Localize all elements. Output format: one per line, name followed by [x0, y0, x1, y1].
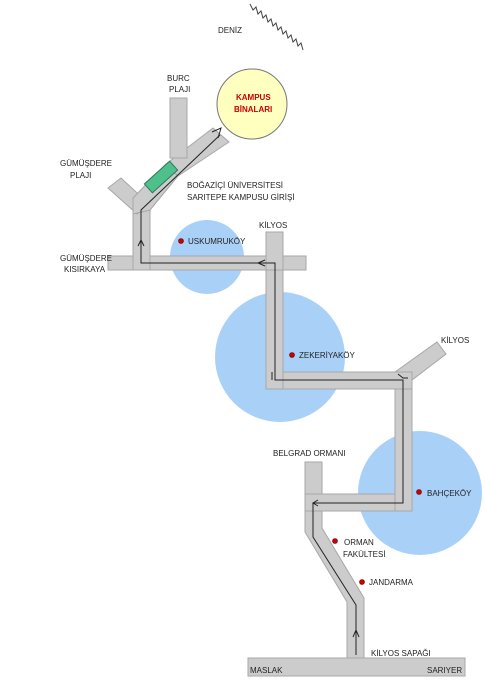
location-dots	[178, 238, 422, 585]
label-giris-line2: SARITEPE KAMPUSU GİRİŞİ	[187, 193, 295, 202]
label-orman-line1: ORMAN	[344, 538, 374, 547]
dot-zekeriyakoy	[289, 352, 295, 358]
label-gumusdere-plaji-line1: GÜMÜŞDERE	[60, 159, 112, 168]
road-network	[107, 97, 466, 677]
label-kilyos-right: KİLYOS	[441, 336, 469, 345]
label-gumusdere-plaji-line2: PLAJI	[70, 171, 91, 180]
label-zekeriyakoy: ZEKERİYAKÖY	[299, 351, 356, 360]
dot-orman-fakultesi	[332, 538, 338, 544]
label-kilyos-sapagi: KİLYOS SAPAĞI	[371, 649, 431, 658]
label-kilyos-top: KİLYOS	[259, 221, 287, 230]
label-sariyer: SARIYER	[427, 666, 462, 675]
coastline	[249, 3, 304, 51]
label-bahcekoy: BAHÇEKÖY	[427, 489, 472, 498]
route-arrows	[137, 127, 408, 655]
label-deniz: DENİZ	[218, 26, 242, 35]
label-belgrad-ormani: BELGRAD ORMANI	[273, 449, 345, 458]
label-maslak: MASLAK	[250, 666, 283, 675]
dot-bahcekoy	[416, 489, 422, 495]
campus-buildings[interactable]	[216, 68, 288, 140]
label-orman-line2: FAKÜLTESİ	[343, 550, 386, 559]
label-gumusdere-kisirkaya-line1: GÜMÜŞDERE	[60, 254, 112, 263]
label-kampus-line1: KAMPUS	[236, 93, 271, 102]
label-kampus-line2: BİNALARI	[234, 105, 272, 114]
campus-gate-marker[interactable]	[143, 160, 179, 194]
label-jandarma: JANDARMA	[369, 578, 414, 587]
dot-uskumrukoy	[178, 238, 184, 244]
label-uskumrukoy: USKUMRUKÖY	[188, 237, 246, 246]
label-burc-line1: BURC	[167, 74, 190, 83]
label-burc-line2: PLAJI	[169, 85, 190, 94]
dot-jandarma	[359, 579, 365, 585]
label-giris-line1: BOĞAZİÇİ ÜNİVERSİTESİ	[187, 181, 283, 190]
label-gumusdere-kisirkaya-line2: KISIRKAYA	[64, 265, 106, 274]
